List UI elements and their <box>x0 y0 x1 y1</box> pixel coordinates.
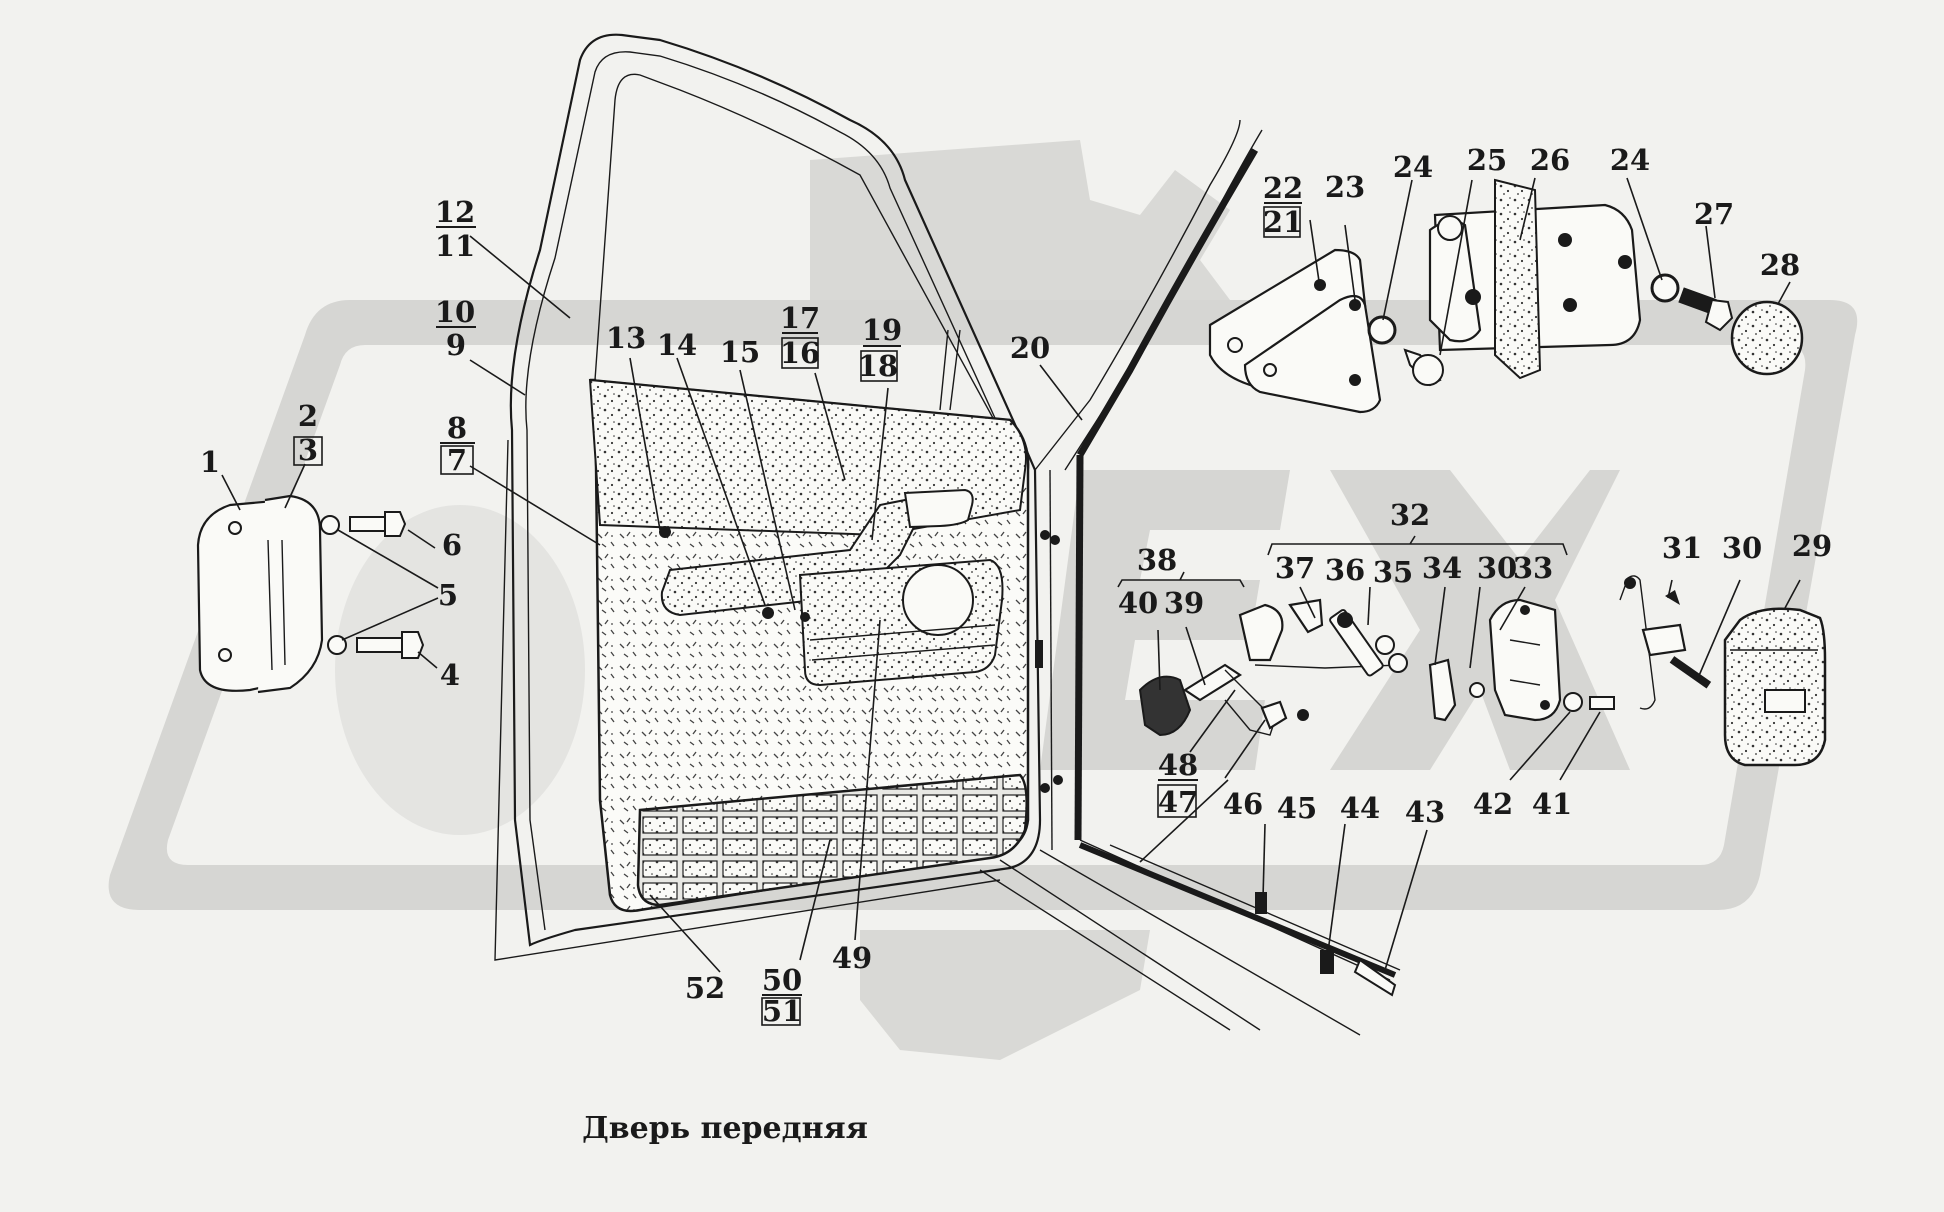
label-26: 26 <box>1530 143 1570 177</box>
body-opening <box>979 119 1401 1036</box>
label-52: 52 <box>685 971 725 1005</box>
label-7: 7 <box>447 443 467 477</box>
label-51: 51 <box>762 994 802 1028</box>
door-assembly <box>494 33 1063 961</box>
part-cover-1 <box>196 494 324 694</box>
label-12: 12 <box>435 195 475 229</box>
label-4: 4 <box>440 658 460 692</box>
label-20: 20 <box>1010 331 1050 365</box>
label-13: 13 <box>606 321 646 355</box>
door-outer-frame <box>509 33 1042 947</box>
label-16: 16 <box>780 336 820 370</box>
hinge-assembly <box>1208 178 1804 414</box>
label-21: 21 <box>1263 205 1303 239</box>
label-49: 49 <box>832 941 872 975</box>
label-45: 45 <box>1277 791 1317 825</box>
label-24-left: 24 <box>1393 150 1433 184</box>
label-27: 27 <box>1694 197 1734 231</box>
label-33: 33 <box>1513 551 1553 585</box>
label-47: 47 <box>1158 785 1198 819</box>
part-labels: 1 2 3 4 5 6 8 7 10 9 12 11 13 14 15 17 1… <box>200 143 1832 1028</box>
label-36: 36 <box>1325 553 1365 587</box>
leader-lines <box>221 177 1801 973</box>
bolts-4-5-6 <box>320 511 425 659</box>
label-34: 34 <box>1422 551 1462 585</box>
outer-handle-29 <box>1723 607 1827 767</box>
label-10: 10 <box>435 295 475 329</box>
label-17: 17 <box>780 301 820 335</box>
label-30-right: 30 <box>1722 531 1762 565</box>
label-31: 31 <box>1662 531 1702 565</box>
label-5: 5 <box>438 578 458 612</box>
label-6: 6 <box>442 528 462 562</box>
label-19: 19 <box>862 313 902 347</box>
label-35: 35 <box>1373 555 1413 589</box>
label-37: 37 <box>1275 551 1315 585</box>
label-22: 22 <box>1263 171 1303 205</box>
label-42: 42 <box>1473 787 1513 821</box>
handle-recess <box>903 488 974 529</box>
door-pocket <box>636 773 1028 907</box>
label-30-left: 30 <box>1477 551 1517 585</box>
label-25: 25 <box>1467 143 1507 177</box>
label-40: 40 <box>1118 586 1158 620</box>
label-2: 2 <box>298 399 318 433</box>
label-41: 41 <box>1532 787 1572 821</box>
label-39: 39 <box>1164 586 1204 620</box>
label-9: 9 <box>446 328 466 362</box>
label-48: 48 <box>1158 748 1198 782</box>
label-14: 14 <box>657 328 697 362</box>
label-43: 43 <box>1405 795 1445 829</box>
label-18: 18 <box>858 349 898 383</box>
label-38: 38 <box>1137 543 1177 577</box>
label-24-right: 24 <box>1610 143 1650 177</box>
label-32: 32 <box>1390 498 1430 532</box>
label-3: 3 <box>298 433 318 467</box>
cap-28 <box>1730 300 1804 376</box>
label-28: 28 <box>1760 248 1800 282</box>
label-44: 44 <box>1340 791 1380 825</box>
diagram-caption: Дверь передняя <box>582 1111 868 1146</box>
label-11: 11 <box>435 229 475 263</box>
label-1: 1 <box>200 445 220 479</box>
label-15: 15 <box>720 335 760 369</box>
label-50: 50 <box>762 963 802 997</box>
lock-mechanism <box>1138 575 1827 767</box>
label-29: 29 <box>1792 529 1832 563</box>
label-8: 8 <box>447 411 467 445</box>
speaker <box>902 564 974 636</box>
label-46: 46 <box>1223 787 1263 821</box>
label-23: 23 <box>1325 170 1365 204</box>
